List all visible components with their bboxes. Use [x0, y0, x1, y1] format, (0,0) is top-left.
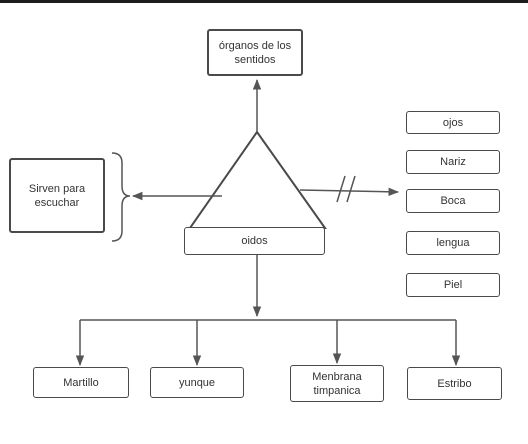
sense-box-boca: Boca	[406, 189, 500, 213]
sense-label: Piel	[443, 279, 463, 291]
arrow-to-senses	[299, 187, 400, 197]
part-box-estribo: Estribo	[407, 367, 502, 400]
center-node-label: oidos	[241, 235, 268, 247]
curly-brace	[111, 152, 131, 242]
sense-box-nariz: Nariz	[406, 150, 500, 174]
slash-mark-2	[346, 175, 356, 203]
part-label: Estribo	[437, 377, 472, 390]
left-node-label: Sirven para escuchar	[28, 182, 86, 209]
sense-box-ojos: ojos	[406, 111, 500, 134]
part-label: Martillo	[63, 376, 99, 389]
part-box-yunque: yunque	[150, 367, 244, 398]
top-node: órganos de los sentidos	[207, 29, 303, 76]
sense-label: lengua	[436, 237, 470, 249]
part-box-membrana: Menbrana timpanica	[290, 365, 384, 402]
slash-mark-1	[336, 175, 346, 203]
sense-label: ojos	[442, 116, 464, 129]
part-label: yunque	[178, 376, 216, 389]
part-label: Menbrana timpanica	[312, 370, 362, 397]
sense-box-piel: Piel	[406, 273, 500, 297]
top-border	[0, 0, 528, 3]
center-node: oidos	[184, 227, 325, 255]
sense-box-lengua: lengua	[406, 231, 500, 255]
left-node: Sirven para escuchar	[9, 158, 105, 233]
center-triangle	[188, 130, 327, 229]
top-node-label: órganos de los sentidos	[218, 39, 292, 66]
part-box-martillo: Martillo	[33, 367, 129, 398]
sense-label: Boca	[440, 195, 466, 207]
sense-label: Nariz	[440, 156, 466, 168]
